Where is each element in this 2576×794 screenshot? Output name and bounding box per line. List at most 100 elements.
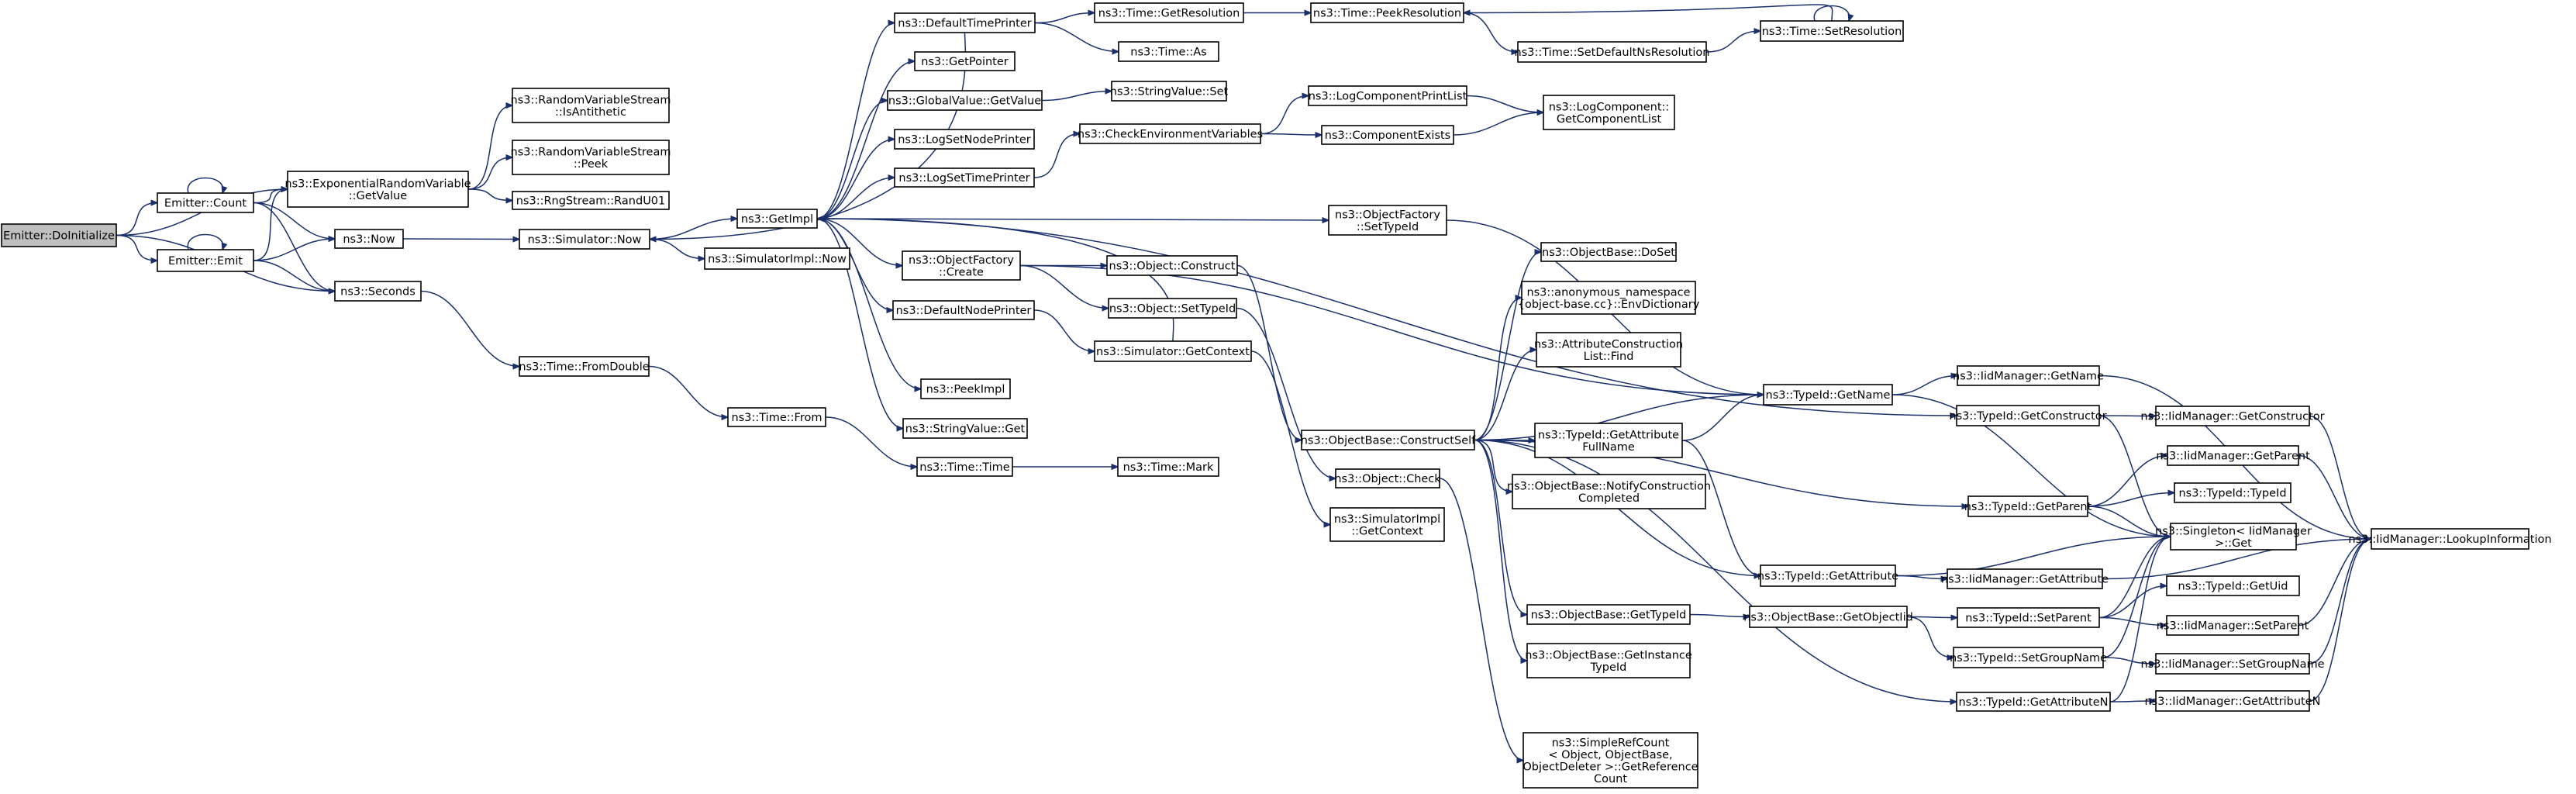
graph-node[interactable]: ns3::Time::GetResolution <box>1094 2 1244 23</box>
node-box <box>1536 332 1681 368</box>
graph-node[interactable]: ns3::ObjectFactory::SetTypeId <box>1328 205 1447 236</box>
graph-node[interactable]: ns3::TypeId::GetConstructor <box>1949 405 2107 426</box>
graph-node[interactable]: ns3::StringValue::Get <box>902 418 1028 439</box>
graph-node[interactable]: ns3::IidManager::GetParent <box>2156 445 2310 466</box>
edge-n51-n57 <box>1895 537 2171 577</box>
graph-node[interactable]: ns3::Simulator::GetContext <box>1094 340 1252 362</box>
graph-node[interactable]: ns3::RandomVariableStream::IsAntithetic <box>511 88 671 123</box>
node-box <box>704 247 850 270</box>
node-label: ::GetContext <box>1351 525 1423 537</box>
graph-node[interactable]: ns3::GetPointer <box>914 51 1016 71</box>
edge-n1-n1 <box>187 177 222 194</box>
edge-n1-n3 <box>253 189 288 204</box>
edge-line <box>1466 95 1543 113</box>
graph-node[interactable]: ns3::ObjectFactory::Create <box>902 250 1021 281</box>
graph-node[interactable]: ns3::Simulator::Now <box>519 229 650 250</box>
graph-node[interactable]: ns3::Time::From <box>727 407 826 427</box>
graph-node[interactable]: ns3::ComponentExists <box>1321 125 1454 145</box>
edge-n52-n58 <box>1906 617 1957 618</box>
graph-node[interactable]: ns3::RngStream::RandU01 <box>512 191 670 210</box>
graph-node[interactable]: ns3::IidManager::GetName <box>1953 365 2104 386</box>
graph-node[interactable]: ns3::IidManager::LookupInformation <box>2348 528 2552 550</box>
graph-node[interactable]: ns3::Time::FromDouble <box>519 356 650 377</box>
graph-node[interactable]: ns3::Object::SetTypeId <box>1108 298 1237 319</box>
graph-node[interactable]: ns3::StringValue::Set <box>1110 81 1229 102</box>
graph-node[interactable]: ns3::ExponentialRandomVariable::GetValue <box>284 171 471 208</box>
edge-n32-n39 <box>1463 12 1518 53</box>
graph-node[interactable]: ns3::SimpleRefCount< Object, ObjectBase,… <box>1522 732 1698 789</box>
graph-node[interactable]: ns3::Time::SetResolution <box>1760 20 1904 42</box>
graph-node[interactable]: ns3::GlobalValue::GetValue <box>887 90 1043 111</box>
graph-node[interactable]: ns3::Time::SetDefaultNsResolution <box>1515 41 1710 63</box>
edge-n51-n63 <box>1895 575 1947 579</box>
graph-node[interactable]: ns3::TypeId::GetName <box>1763 384 1893 406</box>
root-node[interactable]: Emitter::DoInitialize <box>1 223 117 247</box>
graph-node[interactable]: ns3::Seconds <box>334 281 422 302</box>
graph-node[interactable]: ns3::DefaultTimePrinter <box>894 12 1036 33</box>
node-box <box>2155 653 2310 675</box>
graph-node[interactable]: ns3::Time::Time <box>916 457 1013 477</box>
graph-node[interactable]: ns3::PeekImpl <box>920 378 1011 399</box>
graph-node[interactable]: ns3::TypeId::GetAttributeN <box>1956 692 2111 712</box>
graph-node[interactable]: ns3::TypeId::SetParent <box>1957 607 2100 628</box>
graph-node[interactable]: ns3::IidManager::SetGroupName <box>2140 653 2325 675</box>
graph-node[interactable]: ns3::LogComponentPrintList <box>1308 85 1467 106</box>
node-label: ns3::IidManager::SetParent <box>2157 620 2309 633</box>
graph-node[interactable]: ns3::LogSetNodePrinter <box>894 129 1035 150</box>
graph-node[interactable]: ns3::IidManager::GetAttribute <box>1941 568 2109 589</box>
graph-node[interactable]: ns3::DefaultNodePrinter <box>892 300 1035 320</box>
node-label: ns3::ObjectBase::GetTypeId <box>1531 609 1687 622</box>
edge-n59-n57 <box>2102 537 2171 658</box>
graph-node[interactable]: ns3::ObjectBase::ConstructSelf <box>1301 430 1476 451</box>
node-label: ns3::PeekImpl <box>926 384 1005 396</box>
node-box <box>1543 95 1675 130</box>
graph-node[interactable]: ns3::Singleton< IidManager>::Get <box>2155 523 2312 551</box>
graph-node[interactable]: ns3::ObjectBase::GetTypeId <box>1526 604 1691 625</box>
edge-n9-n12 <box>649 238 705 259</box>
graph-node[interactable]: ns3::ObjectBase::GetObjectIid <box>1743 606 1913 628</box>
edge-line <box>1474 439 1512 492</box>
node-box <box>1117 457 1219 477</box>
graph-node[interactable]: ns3::Now <box>334 229 404 249</box>
graph-node[interactable]: ns3::TypeId::TypeId <box>2174 482 2292 503</box>
graph-node[interactable]: ns3::TypeId::GetUid <box>2166 575 2300 596</box>
graph-node[interactable]: ns3::Time::Mark <box>1117 457 1219 477</box>
graph-node[interactable]: ns3::ObjectBase::NotifyConstructionCompl… <box>1507 474 1711 509</box>
edge-line <box>649 238 705 259</box>
edge-n36-n42 <box>1474 298 1522 441</box>
graph-node[interactable]: ns3::anonymous_namespace{object-base.cc}… <box>1518 281 1700 315</box>
node-label: ns3::Time::SetResolution <box>1762 26 1902 38</box>
edge-line <box>1474 298 1522 441</box>
graph-node[interactable]: ns3::Object::Construct <box>1106 255 1238 276</box>
graph-node[interactable]: Emitter::Emit <box>157 249 254 272</box>
graph-node[interactable]: ns3::IidManager::GetConstructor <box>2140 406 2325 426</box>
graph-node[interactable]: ns3::GetImpl <box>736 209 818 229</box>
graph-node[interactable]: ns3::SimulatorImpl::Now <box>704 247 850 270</box>
graph-node[interactable]: ns3::SimulatorImpl::GetContext <box>1329 507 1445 542</box>
graph-node[interactable]: ns3::CheckEnvironmentVariables <box>1078 123 1263 144</box>
graph-node[interactable]: ns3::Time::As <box>1118 41 1219 62</box>
node-box <box>1763 384 1893 406</box>
graph-node[interactable]: ns3::Object::Check <box>1334 468 1441 488</box>
graph-node[interactable]: ns3::ObjectBase::DoSet <box>1540 242 1677 262</box>
graph-node[interactable]: ns3::IidManager::SetParent <box>2157 615 2309 636</box>
graph-node[interactable]: ns3::TypeId::GetParent <box>1964 495 2092 517</box>
graph-node[interactable]: ns3::IidManager::GetAttributeN <box>2144 690 2321 712</box>
graph-node[interactable]: ns3::LogSetTimePrinter <box>894 167 1035 188</box>
graph-node[interactable]: ns3::RandomVariableStream::Peek <box>511 140 671 175</box>
graph-node[interactable]: ns3::LogComponent::GetComponentList <box>1543 95 1675 130</box>
edge-n27-n33 <box>1260 96 1309 135</box>
graph-node[interactable]: ns3::TypeId::GetAttribute <box>1757 564 1898 587</box>
edge-line <box>825 416 917 467</box>
graph-node[interactable]: ns3::Time::PeekResolution <box>1310 2 1464 23</box>
graph-node[interactable]: Emitter::Count <box>157 192 254 213</box>
node-label: List::Find <box>1584 350 1634 363</box>
edge-n3-n8 <box>467 188 512 201</box>
edge-n34-n40 <box>1453 112 1543 136</box>
graph-node[interactable]: ns3::TypeId::SetGroupName <box>1950 647 2107 668</box>
edge-n55-n57 <box>2098 415 2171 537</box>
node-label: ns3::StringValue::Set <box>1110 86 1229 98</box>
